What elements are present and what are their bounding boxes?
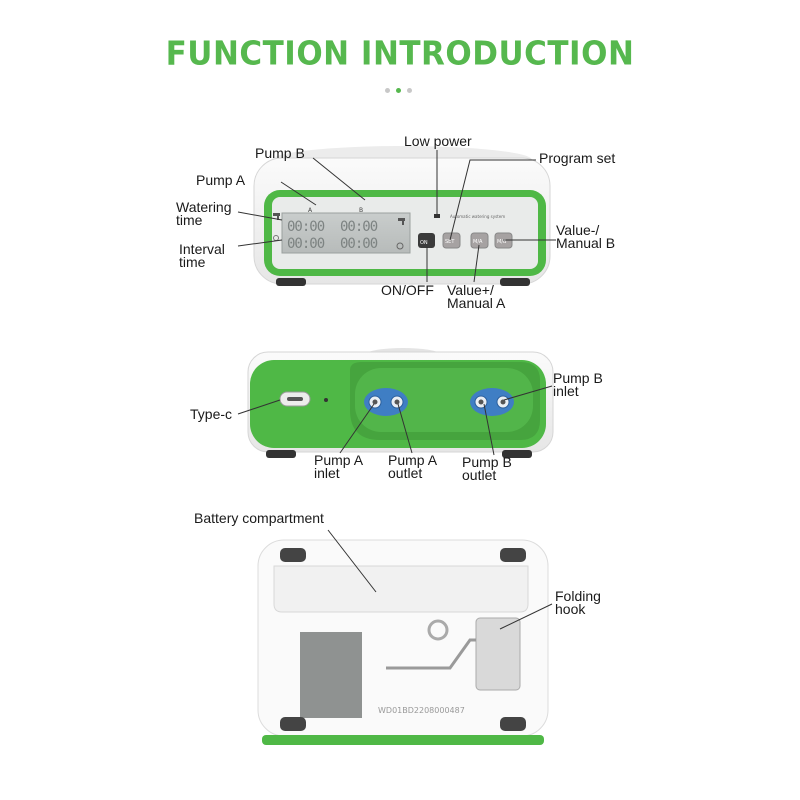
- lcd-screen: [281, 212, 411, 254]
- label-sticker: [300, 632, 362, 718]
- carousel-dot[interactable]: [407, 88, 412, 93]
- pump-b-nozzles: [470, 388, 514, 416]
- screen-col-a: A: [308, 207, 313, 214]
- label-on-off: ON/OFF: [381, 282, 434, 298]
- carousel-dots: [385, 88, 412, 93]
- screen-col-b: B: [359, 207, 363, 214]
- low-power-indicator: [434, 214, 440, 218]
- serial-number: WD01BD2208000487: [378, 706, 465, 715]
- label-low-power: Low power: [404, 133, 472, 149]
- carousel-dot[interactable]: [385, 88, 390, 93]
- faucet-icon: [398, 218, 405, 225]
- folding-hook: [475, 617, 521, 691]
- manual-a-button-label: M/A: [473, 239, 483, 245]
- label-program-set: Program set: [539, 150, 616, 166]
- device-front-view: A B 00:00 00:00 00:00 00:00 Automatic wa…: [253, 146, 551, 286]
- page-title: FUNCTION INTRODUCTION: [165, 35, 635, 73]
- manual-b-button-label: M/B: [497, 239, 507, 245]
- faucet-icon: [273, 213, 280, 220]
- lcd-row-1-a: 00:00: [287, 219, 325, 235]
- pump-a-nozzles: [364, 388, 408, 416]
- device-side-view: [247, 348, 554, 458]
- battery-compartment: [273, 565, 529, 613]
- label-pump-b: Pump B: [255, 145, 305, 161]
- carousel-dot[interactable]: [396, 88, 401, 93]
- clock-icon: [396, 242, 404, 250]
- set-button-label: SET: [445, 239, 455, 245]
- manual-a-button[interactable]: M/A: [470, 232, 489, 249]
- device-back-view: WD01BD2208000487: [257, 539, 549, 745]
- on-off-button-label: ON: [420, 240, 428, 246]
- label-pump-a: Pump A: [196, 172, 246, 188]
- on-off-button[interactable]: ON: [418, 233, 435, 248]
- label-value-minus-manual-b: Value-/Manual B: [556, 222, 616, 251]
- label-battery-compartment: Battery compartment: [194, 510, 324, 526]
- lcd-row-2-b: 00:00: [340, 236, 378, 252]
- lcd-row-2-a: 00:00: [287, 236, 325, 252]
- label-value-plus-manual-a: Value+/Manual A: [447, 282, 506, 311]
- rubber-feet: [280, 548, 526, 731]
- lcd-row-1-b: 00:00: [340, 219, 378, 235]
- label-type-c: Type-c: [190, 406, 233, 422]
- brand-text: Automatic watering system: [450, 214, 505, 219]
